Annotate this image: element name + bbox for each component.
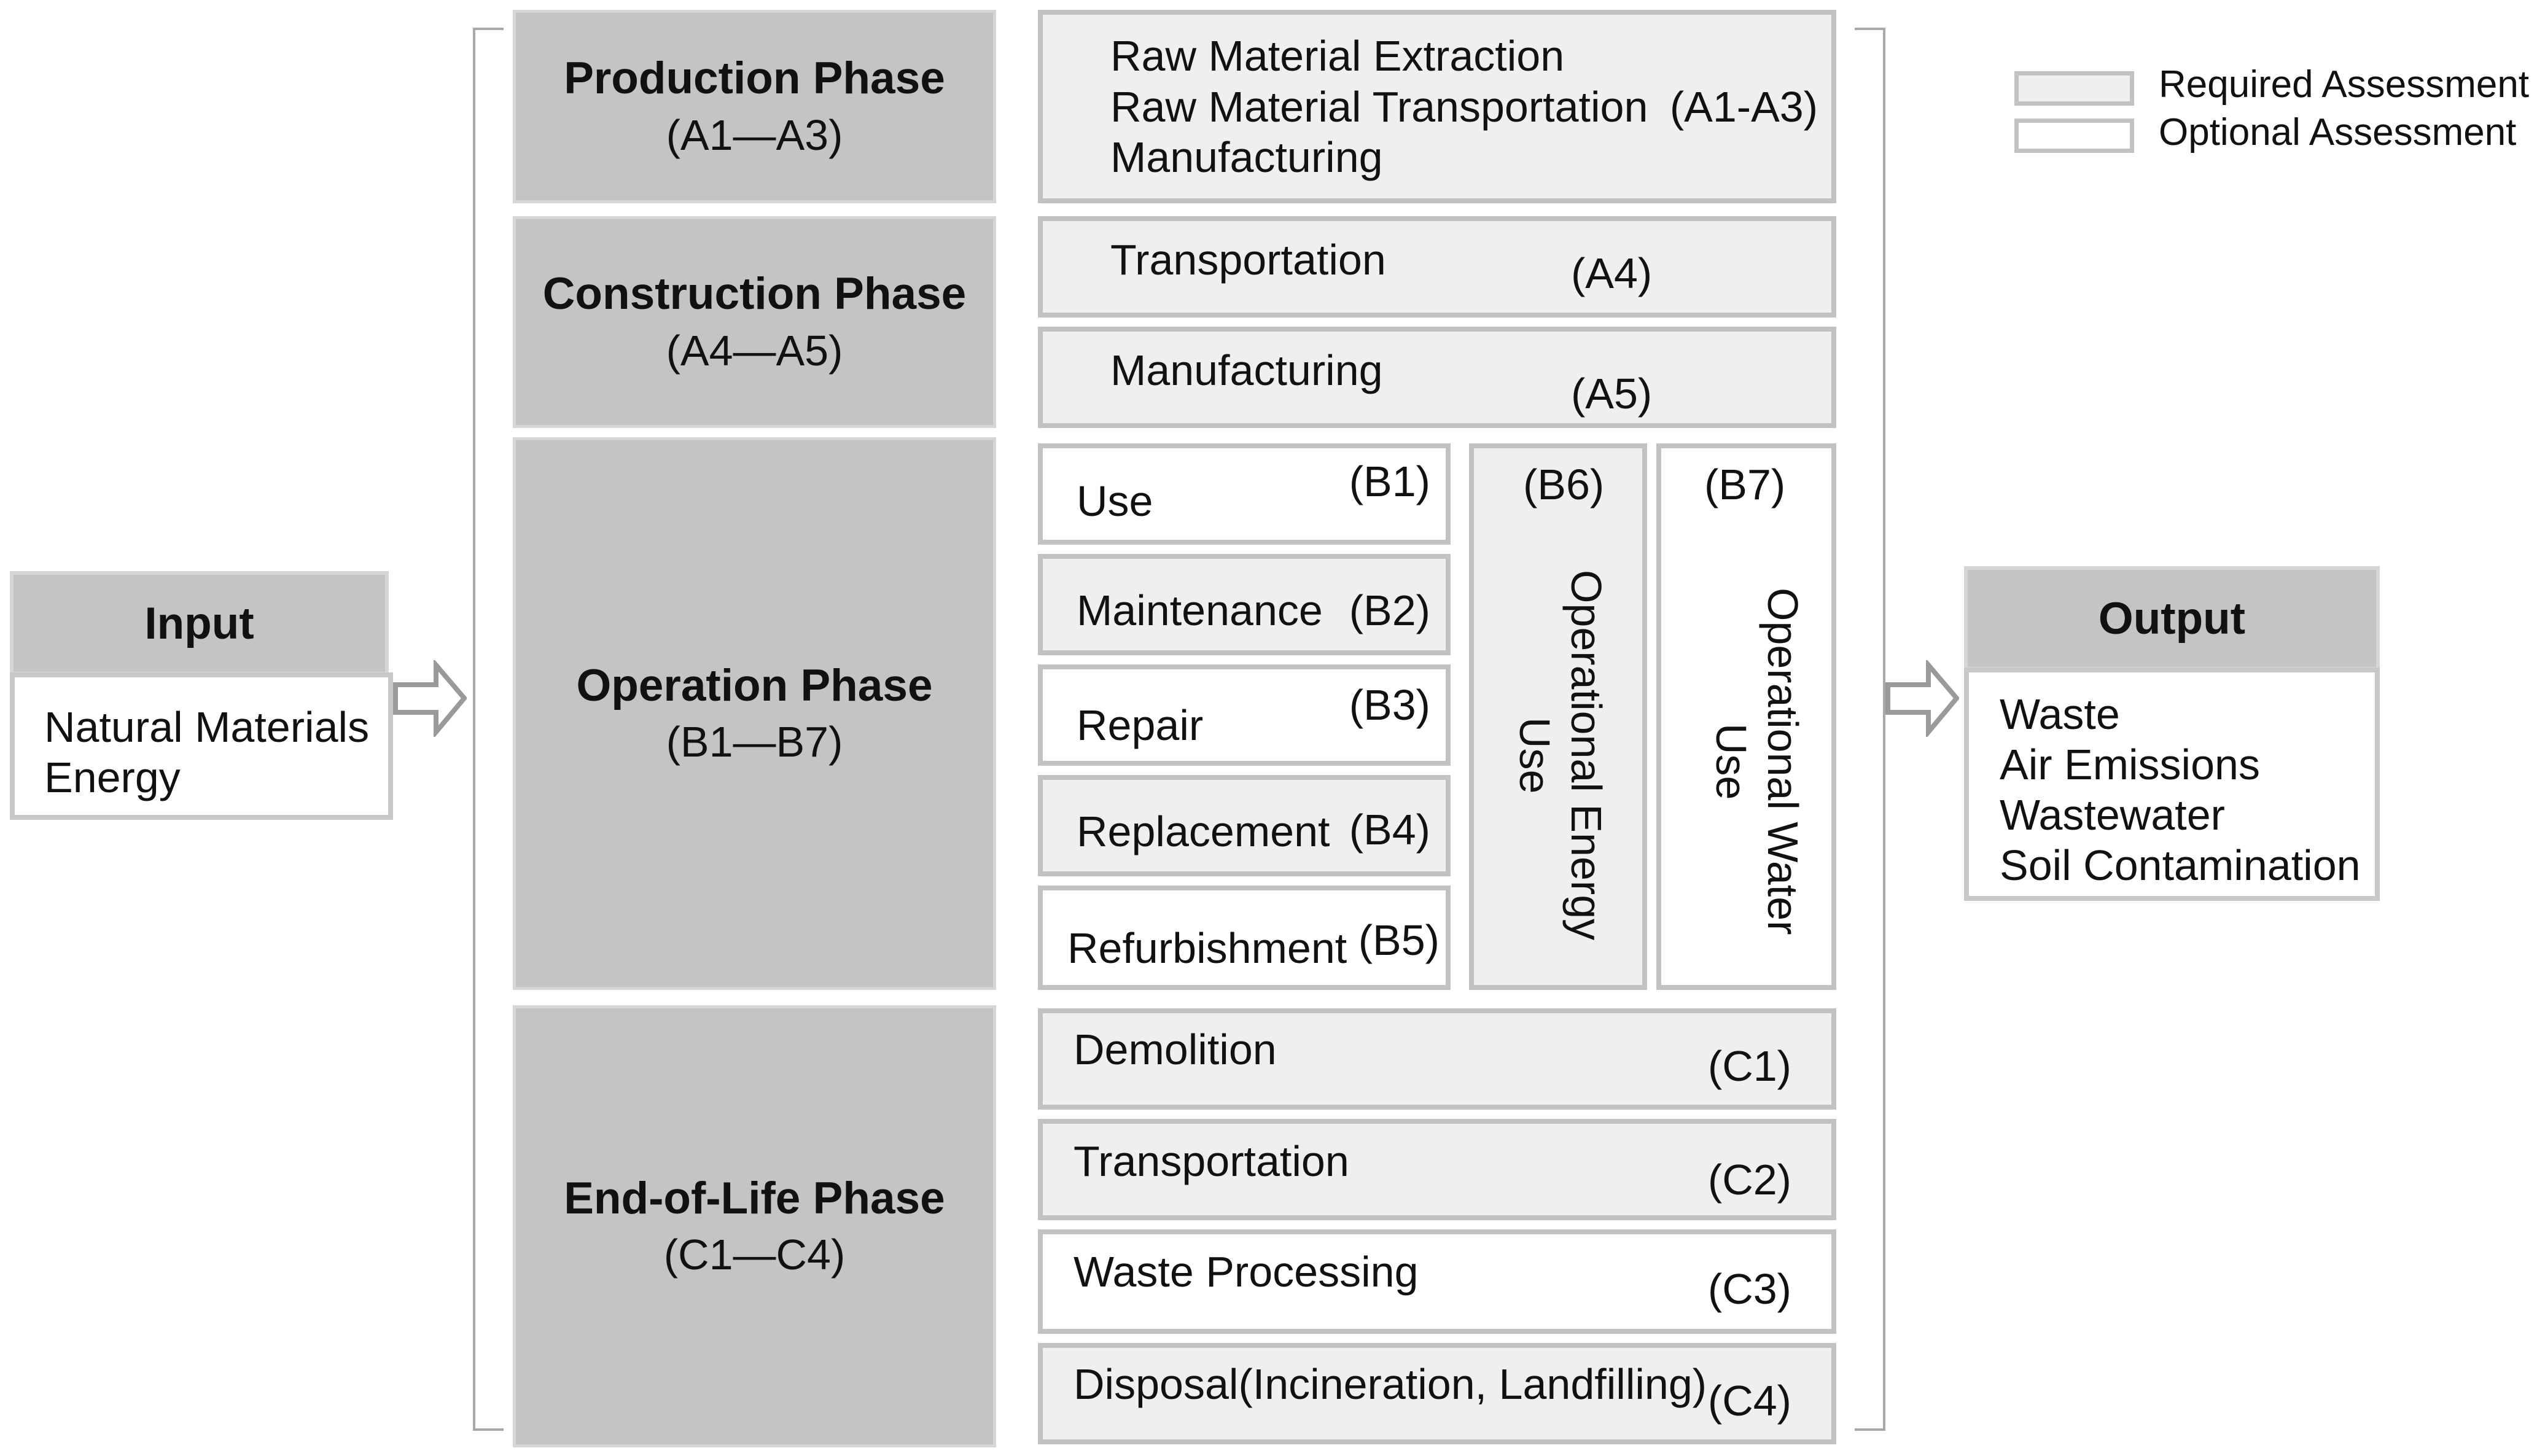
stage-b4-code: (B4) [1349,806,1430,854]
operation-phase-title: Operation Phase [576,660,933,710]
stage-b6: (B6) Operational Energy Use [1469,443,1647,990]
stage-a1-a3-line: Raw Material Transportation [1110,82,1648,131]
legend-required-label: Required Assessment [2159,63,2530,106]
stage-b4: Replacement (B4) [1038,775,1451,876]
stage-c1: Demolition (C1) [1038,1008,1836,1110]
stage-a1-a3-code: (A1-A3) [1669,83,1818,131]
input-arrow-icon [393,660,467,737]
stage-c1-label: Demolition [1074,1026,1277,1073]
legend-required-swatch [2014,71,2134,106]
stage-c2: Transportation (C2) [1038,1119,1836,1220]
operation-phase-code: (B1—B7) [666,718,843,766]
input-body: Natural Materials Energy [10,672,393,820]
stage-a5-code: (A5) [1571,370,1653,418]
stage-c3-code: (C3) [1707,1265,1791,1313]
left-bracket [473,28,504,1431]
stage-c4: Disposal(Incineration, Landfilling) (C4) [1038,1343,1836,1444]
stage-b1-code: (B1) [1349,457,1430,505]
legend-optional-label: Optional Assessment [2159,111,2517,154]
stage-b2: Maintenance (B2) [1038,554,1451,655]
production-phase-title: Production Phase [564,53,945,104]
stage-b5: Refurbishment (B5) [1038,886,1451,990]
input-header: Input [10,571,389,675]
stage-a4-label: Transportation [1110,236,1386,284]
output-item: Air Emissions [2000,741,2260,788]
stage-c3-label: Waste Processing [1074,1248,1419,1296]
stage-b7-line: Use [1707,723,1755,800]
end-of-life-phase: End-of-Life Phase (C1—C4) [513,1005,996,1447]
stage-b7: (B7) Operational Water Use [1656,443,1836,990]
stage-b7-label: Operational Water Use [1698,556,1809,967]
stage-a5: Manufacturing (A5) [1038,327,1836,428]
output-item: Wastewater [2000,791,2225,839]
legend-optional-swatch [2014,119,2134,153]
stage-b3: Repair (B3) [1038,664,1451,766]
stage-c4-label: Disposal(Incineration, Landfilling) [1074,1360,1707,1408]
stage-b7-code: (B7) [1704,461,1786,508]
stage-b6-line: Operational Energy [1562,570,1610,941]
stage-b5-label: Refurbishment [1067,924,1347,972]
stage-c1-code: (C1) [1707,1042,1791,1090]
output-title: Output [2098,593,2246,644]
input-item: Natural Materials [44,703,370,751]
output-item: Waste [2000,690,2120,738]
stage-b6-label: Operational Energy Use [1502,540,1612,970]
construction-phase: Construction Phase (A4—A5) [513,216,996,428]
stage-c4-code: (C4) [1707,1377,1791,1425]
output-header: Output [1964,566,2380,671]
operation-phase: Operation Phase (B1—B7) [513,437,996,990]
stage-a1-a3: Raw Material Extraction Raw Material Tra… [1038,10,1836,203]
stage-c2-code: (C2) [1707,1156,1791,1204]
stage-b5-code: (B5) [1358,916,1440,964]
stage-a1-a3-line: Raw Material Extraction [1110,32,1565,80]
stage-b4-label: Replacement [1077,808,1330,855]
construction-phase-code: (A4—A5) [666,326,843,375]
stage-b6-line: Use [1511,717,1559,794]
output-item: Soil Contamination [2000,841,2361,889]
end-of-life-phase-code: (C1—C4) [663,1231,846,1279]
production-phase: Production Phase (A1—A3) [513,10,996,203]
stage-a4: Transportation (A4) [1038,216,1836,317]
production-phase-code: (A1—A3) [666,111,843,159]
stage-b1: Use (B1) [1038,443,1451,545]
construction-phase-title: Construction Phase [542,269,967,319]
input-item: Energy [44,753,181,801]
stage-b2-code: (B2) [1349,586,1430,634]
stage-b2-label: Maintenance [1077,586,1323,634]
stage-a5-label: Manufacturing [1110,346,1383,394]
stage-c3: Waste Processing (C3) [1038,1229,1836,1334]
stage-b3-code: (B3) [1349,681,1430,729]
input-title: Input [144,598,254,648]
output-body: Waste Air Emissions Wastewater Soil Cont… [1964,668,2380,901]
stage-b3-label: Repair [1077,701,1204,749]
output-arrow-icon [1885,660,1959,737]
stage-b6-code: (B6) [1523,461,1605,508]
right-bracket [1855,28,1885,1431]
stage-b1-label: Use [1077,477,1153,525]
stage-a1-a3-line: Manufacturing [1110,133,1383,182]
stage-a4-code: (A4) [1571,249,1653,297]
stage-b7-line: Operational Water [1759,588,1807,935]
end-of-life-phase-title: End-of-Life Phase [564,1173,945,1223]
stage-c2-label: Transportation [1074,1137,1349,1185]
